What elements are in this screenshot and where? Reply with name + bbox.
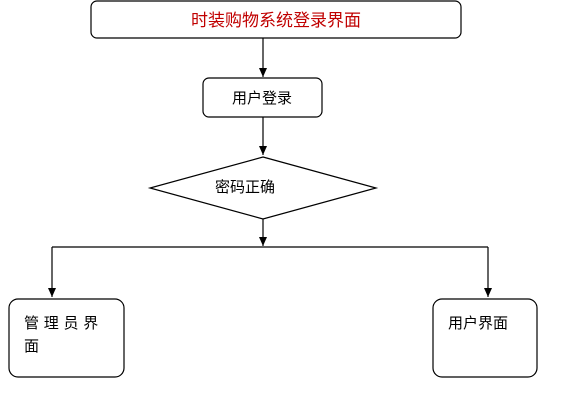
admin-node-label-line2: 面 — [24, 337, 39, 355]
admin-node-label-line1: 管 理 员 界 — [24, 314, 98, 332]
title-node-label: 时装购物系统登录界面 — [191, 11, 361, 31]
decision-node: 密码正确 — [147, 156, 379, 220]
login-node: 用户登录 — [202, 77, 323, 118]
title-node: 时装购物系统登录界面 — [90, 0, 462, 39]
user-node: 用户界面 — [432, 298, 538, 378]
decision-node-label: 密码正确 — [215, 178, 275, 196]
admin-node: 管 理 员 界 面 — [8, 298, 125, 378]
login-node-label: 用户登录 — [232, 89, 292, 107]
user-node-label: 用户界面 — [448, 314, 508, 332]
